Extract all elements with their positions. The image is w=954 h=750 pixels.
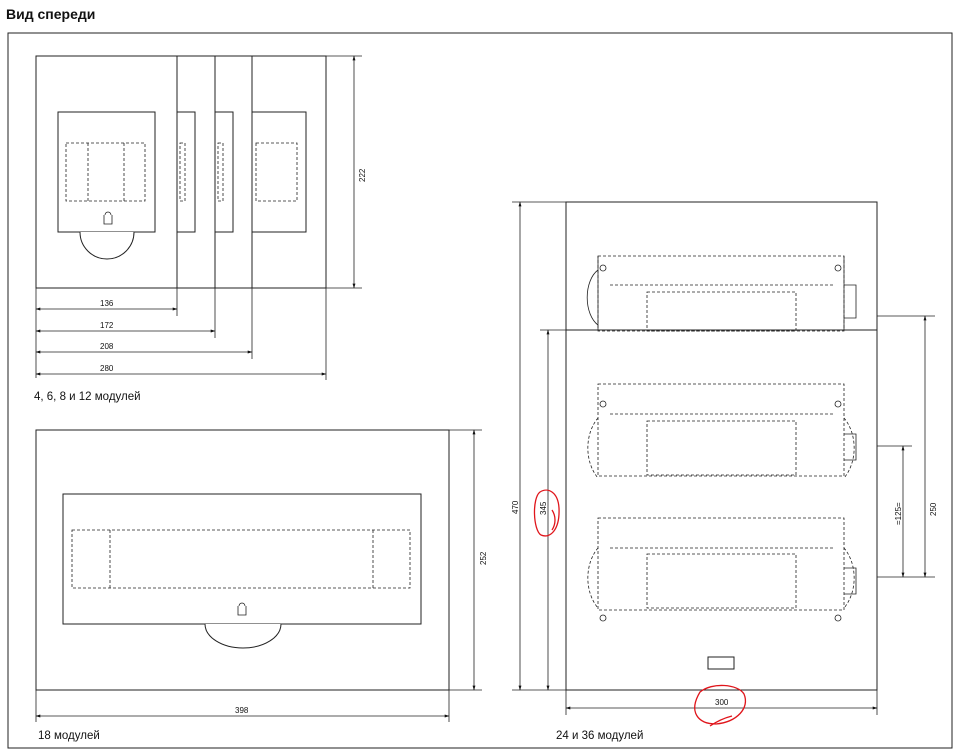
dim-398: 398 xyxy=(235,706,249,715)
red-annotations xyxy=(533,489,747,727)
lock-icon xyxy=(103,211,113,225)
dim-470: 470 xyxy=(511,500,520,514)
view-large-dimensions xyxy=(512,201,935,715)
view-small-rails xyxy=(65,142,298,202)
dim-172: 172 xyxy=(100,321,114,330)
view-medium-rails xyxy=(71,529,411,589)
view-large-boxes xyxy=(565,201,878,691)
dim-280: 280 xyxy=(100,364,114,373)
caption-large: 24 и 36 модулей xyxy=(556,730,643,742)
drawing-frame xyxy=(7,32,953,749)
view-medium-dimensions xyxy=(35,429,482,722)
dim-345: 345 xyxy=(539,501,548,515)
view-medium-boxes xyxy=(35,429,450,691)
dim-125: =125= xyxy=(894,502,903,525)
dim-252: 252 xyxy=(479,551,488,565)
dim-222: 222 xyxy=(358,168,367,182)
caption-medium: 18 модулей xyxy=(38,730,100,742)
view-small-boxes xyxy=(35,55,327,289)
view-large-mounts xyxy=(586,256,857,622)
dim-300: 300 xyxy=(715,698,729,707)
view-small-dimensions xyxy=(35,55,362,380)
view-large-rails xyxy=(587,255,855,611)
dim-208: 208 xyxy=(100,342,114,351)
caption-small: 4, 6, 8 и 12 модулей xyxy=(34,391,141,403)
dim-250: 250 xyxy=(929,502,938,516)
page-title: Вид спереди xyxy=(6,6,96,22)
lock-icon-medium xyxy=(237,602,247,616)
dim-136: 136 xyxy=(100,299,114,308)
